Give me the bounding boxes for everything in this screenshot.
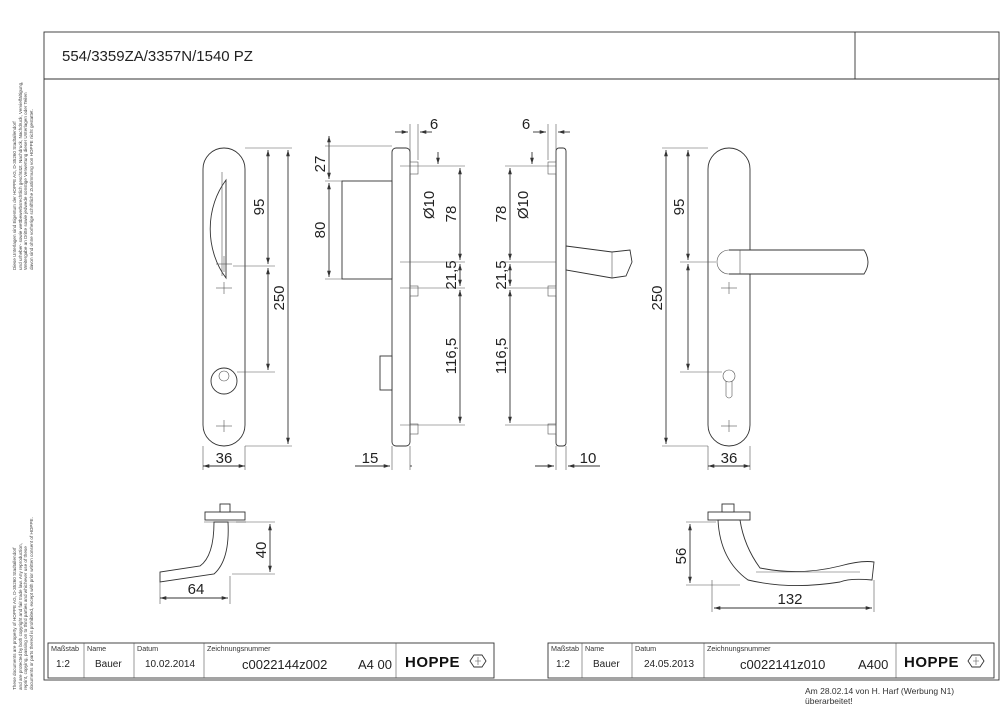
- hoppe-logo-right: HOPPE: [904, 654, 959, 671]
- label-date-left: Datum: [137, 644, 158, 653]
- dim-56: 56: [673, 548, 690, 565]
- lever-side-right: [565, 245, 633, 279]
- dim-95-right: 95: [671, 199, 688, 216]
- hoppe-logo-mark-left: [469, 654, 487, 668]
- dim-250-right: 250: [649, 285, 666, 310]
- hoppe-logo-mark-right: [967, 654, 985, 668]
- label-drawing-left: Zeichnungsnummer: [207, 644, 271, 653]
- knob-side-left: [341, 180, 393, 280]
- revision-note: Am 28.02.14 von H. Harf (Werbung N1) übe…: [805, 686, 955, 706]
- dim-80: 80: [312, 222, 329, 239]
- side-plate-left: [391, 147, 411, 447]
- dim-116-5-left: 116,5: [443, 338, 460, 374]
- title-block-right: Maßstab Name Datum Zeichnungsnummer 1:2 …: [547, 642, 995, 679]
- side-plate-right: [555, 147, 567, 447]
- dim-78-right: 78: [493, 206, 510, 223]
- value-scale-left: 1:2: [56, 659, 70, 670]
- lever-front-right: [729, 249, 869, 275]
- label-name-left: Name: [87, 644, 106, 653]
- label-name-right: Name: [585, 644, 604, 653]
- drawing-frame: [43, 31, 1000, 681]
- dim-dia10-right: Ø10: [515, 191, 532, 219]
- label-date-right: Datum: [635, 644, 656, 653]
- dim-dia10-left: Ø10: [421, 191, 438, 219]
- hoppe-logo-left: HOPPE: [405, 654, 460, 671]
- dim-36-left: 36: [216, 450, 233, 467]
- value-drawing-right: c0022141z010: [740, 657, 825, 672]
- dim-250-left: 250: [271, 285, 288, 310]
- top-view-right: 56 132: [673, 503, 875, 612]
- label-drawing-right: Zeichnungsnummer: [707, 644, 771, 653]
- knob-top-left: [159, 521, 229, 583]
- dim-21-5-left: 21,5: [443, 260, 460, 289]
- dim-6-right: 6: [522, 116, 530, 133]
- dim-78-left: 78: [443, 206, 460, 223]
- dim-116-5-right: 116,5: [493, 338, 510, 374]
- value-name-left: Bauer: [95, 659, 122, 670]
- dim-10: 10: [580, 450, 597, 467]
- top-view-left: 40 64: [159, 503, 275, 604]
- value-date-right: 24.05.2013: [644, 659, 694, 670]
- dim-6-left: 6: [430, 116, 438, 133]
- side-view-left: 27 80 6 Ø10 78 21,5 116,5 15: [312, 116, 465, 470]
- value-name-right: Bauer: [593, 659, 620, 670]
- value-drawing-left: c0022144z002: [242, 657, 327, 672]
- side-view-right: 6 Ø10 78 21,5 116,5 10: [493, 116, 633, 470]
- front-view-right: 95 250 36: [649, 147, 869, 470]
- dim-27: 27: [312, 156, 329, 173]
- dim-132: 132: [777, 591, 802, 608]
- dim-36-right: 36: [721, 450, 738, 467]
- drawing-title: 554/3359ZA/3357N/1540 PZ: [62, 48, 253, 65]
- lever-top-right: [717, 519, 875, 586]
- dim-21-5-right: 21,5: [493, 260, 510, 289]
- label-scale-left: Maßstab: [51, 644, 79, 653]
- title-block-left: Maßstab Name Datum Zeichnungsnummer 1:2 …: [47, 642, 495, 679]
- cylinder-hole-right: [722, 369, 736, 383]
- label-scale-right: Maßstab: [551, 644, 579, 653]
- value-format-left: A4 00: [358, 657, 392, 672]
- escutcheon-plate-right: [707, 147, 751, 447]
- front-view-left: 95 250 36: [202, 147, 292, 470]
- dim-95-left: 95: [251, 199, 268, 216]
- value-date-left: 10.02.2014: [145, 659, 195, 670]
- dim-64: 64: [188, 581, 205, 598]
- value-scale-right: 1:2: [556, 659, 570, 670]
- value-format-right: A400: [858, 657, 888, 672]
- dim-40: 40: [253, 542, 270, 559]
- dim-15: 15: [362, 450, 379, 467]
